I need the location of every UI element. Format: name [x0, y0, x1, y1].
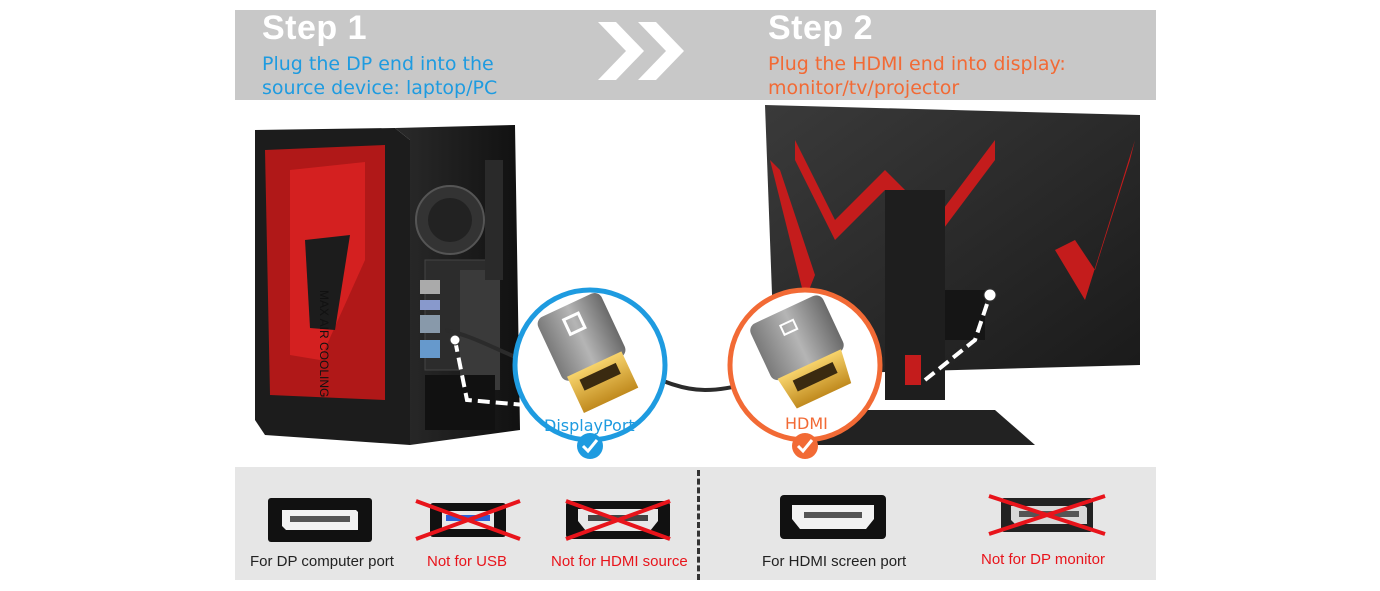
svg-text:MAX AIR COOLING: MAX AIR COOLING [317, 290, 331, 397]
displayport-connector-callout [512, 287, 668, 459]
step1-title: Step 1 [262, 9, 368, 47]
step2-header-band [655, 10, 1156, 100]
double-chevron-right-icon [598, 22, 684, 80]
hdmi-screen-port-icon [780, 495, 886, 539]
step2-desc-line2: monitor/tv/projector [768, 77, 960, 99]
section-divider [697, 470, 700, 580]
pc-tower: MAX AIR COOLING [255, 125, 520, 445]
dp-port-icon [268, 498, 372, 542]
port-label-not-dp-monitor: Not for DP monitor [981, 551, 1105, 568]
monitor [765, 105, 1140, 445]
port-label-not-hdmi-source: Not for HDMI source [551, 553, 688, 570]
step2-desc-line1: Plug the HDMI end into display: [768, 53, 1066, 75]
step1-desc-line2: source device: laptop/PC [262, 77, 498, 99]
step1-description: Plug the DP end into the source device: … [262, 52, 497, 100]
connection-scene: MAX AIR COOLING [255, 105, 1140, 459]
hdmi-source-port-icon [565, 499, 671, 541]
step2-title: Step 2 [768, 9, 874, 47]
port-label-dp-computer: For DP computer port [250, 553, 394, 570]
hdmi-connector-callout [727, 287, 883, 459]
displayport-label: DisplayPort [544, 416, 635, 435]
step2-description: Plug the HDMI end into display: monitor/… [768, 52, 1066, 100]
step1-header-band [235, 10, 655, 100]
port-label-not-usb: Not for USB [427, 553, 508, 570]
usb-port-icon [415, 499, 521, 541]
dp-monitor-port-icon [988, 494, 1106, 536]
port-label-hdmi-screen: For HDMI screen port [762, 553, 907, 570]
step1-desc-line1: Plug the DP end into the [262, 53, 494, 75]
hdmi-label: HDMI [785, 414, 828, 433]
